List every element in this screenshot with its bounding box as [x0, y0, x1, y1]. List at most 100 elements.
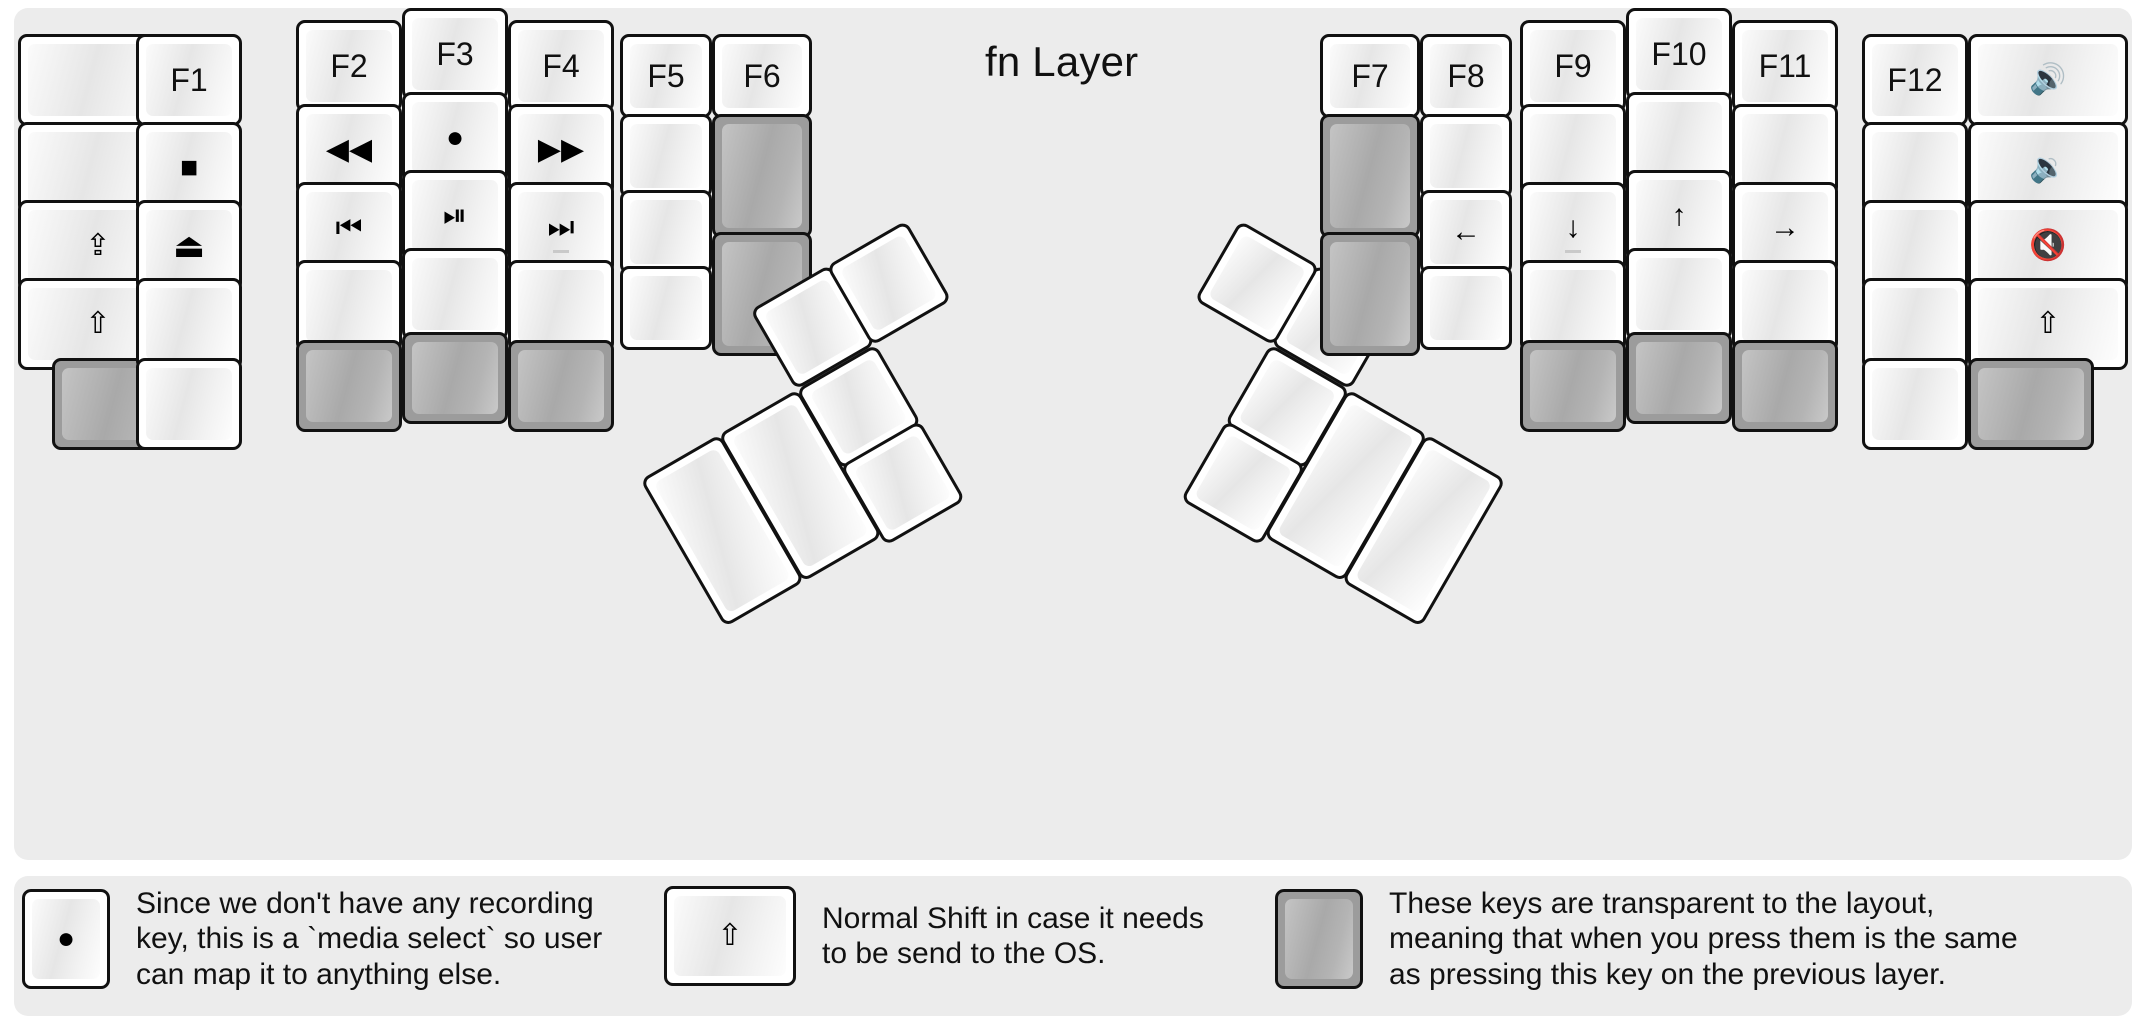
key-right-c5-r0-f12[interactable]: F12 [1862, 34, 1968, 126]
key-left-c1-r1-stop[interactable]: ■ [136, 122, 242, 214]
key-right-c1-r0-f8[interactable]: F8 [1420, 34, 1512, 118]
key-left-c2-r3[interactable] [296, 260, 402, 352]
key-right-c5-r4[interactable] [1862, 358, 1968, 450]
key-left-c2-r0-f2[interactable]: F2 [296, 20, 402, 112]
keycap-face: F5 [630, 44, 702, 108]
fast-forward-icon: ▶▶ [537, 133, 585, 166]
key-left-c5-r0-f5[interactable]: F5 [620, 34, 712, 118]
key-right-c2-r4-transparent[interactable] [1520, 340, 1626, 432]
key-right-c4-r1[interactable] [1732, 104, 1838, 196]
key-right-c6-r0-volume-up[interactable]: 🔊 [1968, 34, 2128, 126]
key-right-c3-r3[interactable] [1626, 248, 1732, 340]
record-icon: ● [56, 922, 76, 956]
key-left-c5-r2[interactable] [620, 190, 712, 274]
record-icon: ● [445, 121, 465, 154]
key-right-c1-r3[interactable] [1420, 266, 1512, 350]
key-left-c2-r1-rewind[interactable]: ◀◀ [296, 104, 402, 196]
keycap-face: ● [32, 899, 100, 980]
key-right-c0-r2-transparent[interactable] [1320, 232, 1420, 356]
keycap-face: ⇧ [1978, 288, 2118, 360]
key-right-c6-r4-transparent[interactable] [1968, 358, 2094, 450]
key-right-c6-r2-volume-mute[interactable]: 🔇 [1968, 200, 2128, 292]
keycap-face: F1 [146, 44, 232, 116]
keycap-face: F6 [722, 44, 802, 108]
next-track-icon: ⏭ [547, 211, 575, 244]
key-left-c6-r0-f6[interactable]: F6 [712, 34, 812, 118]
key-right-c2-r0-f9[interactable]: F9 [1520, 20, 1626, 112]
key-right-c4-r4-transparent[interactable] [1732, 340, 1838, 432]
key-left-c4-r4-transparent[interactable] [508, 340, 614, 432]
caps-lock-icon: ⇪ [85, 229, 111, 262]
stop-icon: ■ [179, 151, 199, 184]
key-left-c3-r4-transparent[interactable] [402, 332, 508, 424]
keycap-face: ⏮ [306, 192, 392, 264]
key-left-c2-r2-prev-track[interactable]: ⏮ [296, 182, 402, 274]
key-right-c1-r1[interactable] [1420, 114, 1512, 198]
keycap-face [306, 270, 392, 342]
keycap-face: ↓ [1530, 192, 1616, 264]
key-label: F6 [743, 58, 781, 94]
key-right-c5-r2[interactable] [1862, 200, 1968, 292]
keycap-face [1872, 210, 1958, 282]
keycap-face [1742, 114, 1828, 186]
keycap-face [1872, 288, 1958, 360]
keycap-face [1530, 114, 1616, 186]
key-right-c1-r2-left[interactable]: ← [1420, 190, 1512, 274]
key-right-c4-r2-right[interactable]: → [1732, 182, 1838, 274]
key-left-c1-r3[interactable] [136, 278, 242, 370]
key-left-c1-r4[interactable] [136, 358, 242, 450]
key-label: F12 [1887, 62, 1943, 98]
key-left-c2-r4-transparent[interactable] [296, 340, 402, 432]
key-left-c3-r1-record[interactable]: ● [402, 92, 508, 184]
key-right-c2-r3[interactable] [1520, 260, 1626, 352]
key-right-c3-r2-up[interactable]: ↑ [1626, 170, 1732, 262]
key-right-c2-r2-down[interactable]: ↓ [1520, 182, 1626, 274]
key-right-c4-r0-f11[interactable]: F11 [1732, 20, 1838, 112]
key-left-c4-r0-f4[interactable]: F4 [508, 20, 614, 112]
keycap-face [1330, 124, 1410, 228]
keycap-face [306, 350, 392, 422]
key-right-c4-r3[interactable] [1732, 260, 1838, 352]
arrow-up-icon: ↑ [1671, 199, 1687, 232]
key-label: F11 [1758, 48, 1812, 84]
keycap-face: F2 [306, 30, 392, 102]
keycap-face [1742, 270, 1828, 342]
key-right-c3-r1[interactable] [1626, 92, 1732, 184]
key-right-c6-r3-shift[interactable]: ⇧ [1968, 278, 2128, 370]
key-right-c3-r0-f10[interactable]: F10 [1626, 8, 1732, 100]
key-right-c5-r3[interactable] [1862, 278, 1968, 370]
key-left-c4-r2-next-track[interactable]: ⏭ [508, 182, 614, 274]
keycap-face: ⏭ [518, 192, 604, 264]
key-left-c6-r1-transparent[interactable] [712, 114, 812, 238]
key-left-c5-r3[interactable] [620, 266, 712, 350]
key-right-c3-r4-transparent[interactable] [1626, 332, 1732, 424]
key-left-c4-r3[interactable] [508, 260, 614, 352]
key-label: F3 [436, 36, 474, 72]
key-label: F4 [542, 48, 580, 84]
keycap-face [1430, 124, 1502, 188]
key-left-c5-r1[interactable] [620, 114, 712, 198]
keycap-face: ⏯ [412, 180, 498, 252]
key-left-c3-r3[interactable] [402, 248, 508, 340]
keycap-face: ⇧ [674, 896, 786, 976]
key-label: F2 [330, 48, 368, 84]
keycap-face: F9 [1530, 30, 1616, 102]
key-right-c0-r1-transparent[interactable] [1320, 114, 1420, 238]
keycap-face: ● [412, 102, 498, 174]
legend-key-shift: ⇧ [664, 886, 796, 986]
key-left-c3-r0-f3[interactable]: F3 [402, 8, 508, 100]
keycap-face: F4 [518, 30, 604, 102]
keycap-face: 🔉 [1978, 132, 2118, 204]
key-left-c1-r2-eject[interactable]: ⏏ [136, 200, 242, 292]
key-right-c2-r1[interactable] [1520, 104, 1626, 196]
key-label: F8 [1447, 58, 1485, 94]
keycap-face [1636, 102, 1722, 174]
keycap-face [518, 350, 604, 422]
key-left-c3-r2-play-pause[interactable]: ⏯ [402, 170, 508, 262]
keycap-face: → [1742, 192, 1828, 264]
key-left-c1-r0-f1[interactable]: F1 [136, 34, 242, 126]
arrow-right-icon: → [1770, 211, 1800, 244]
key-right-c0-r0-f7[interactable]: F7 [1320, 34, 1420, 118]
keycap-face [1636, 342, 1722, 414]
